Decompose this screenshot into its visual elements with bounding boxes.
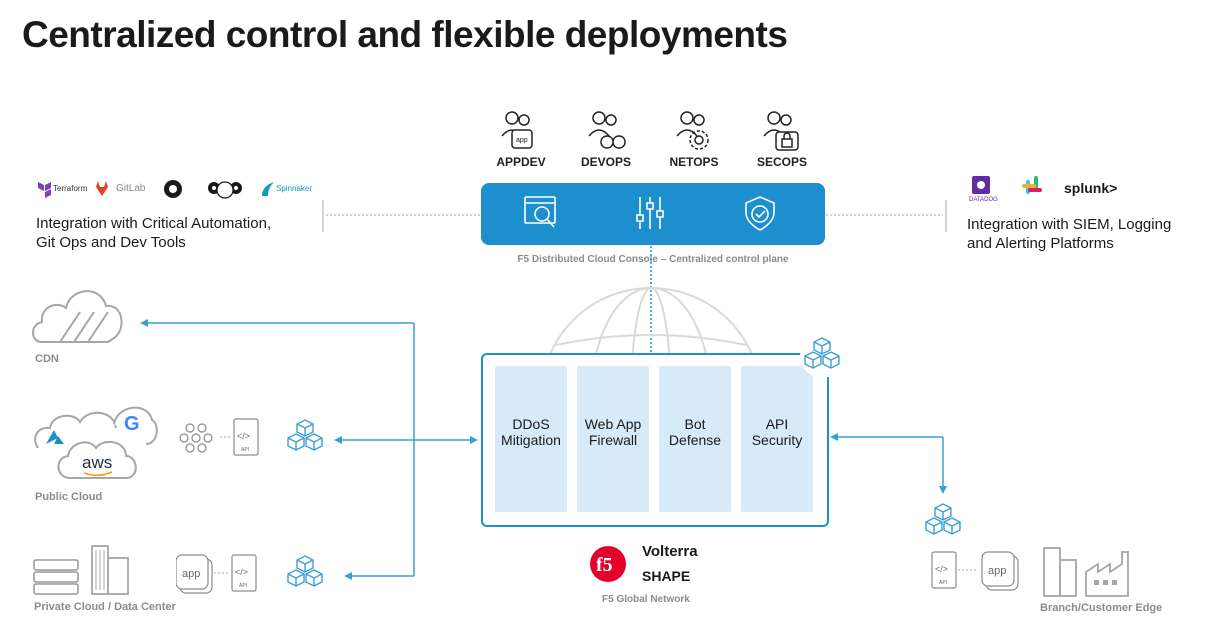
global-network-caption: F5 Global Network [602,594,690,605]
devops-icon [588,111,626,149]
datadog-icon [972,176,990,194]
terraform-text: Terraform [53,184,88,193]
slack-icon [1022,176,1042,194]
service-ddos-line1: DDoS [512,416,550,432]
netops-icon [676,111,709,150]
page-title: Centralized control and flexible deploym… [22,14,788,55]
svg-text:</>: </> [235,567,248,577]
app-developer-icon: app [501,111,533,149]
splunk-logo: splunk> [1064,180,1118,196]
left-integration-line1: Integration with Critical Automation, [36,215,272,232]
aws-logo: aws [82,453,112,472]
right-integration-line1: Integration with SIEM, Logging [967,216,1172,233]
branch-buildings-icon [1043,547,1129,597]
spinnaker-text: Spinnaker [276,184,313,193]
datadog-text: DATADOG [969,197,998,203]
svg-text:app: app [988,565,1006,577]
siem-logos [972,176,1042,194]
service-bot-line2: Defense [668,432,722,448]
github-icon [164,180,182,198]
gitlab-icon [96,181,108,196]
cube-cluster-icon [800,334,844,378]
role-label-netops: NETOPS [669,155,719,169]
cube-cluster-icon [925,503,961,535]
cube-cluster-icon [287,555,323,587]
service-api-line2: Security [751,432,803,448]
service-waf-line1: Web App [584,416,642,432]
svg-text:</>: </> [237,431,250,441]
console-bar [481,183,825,245]
public-cloud-label: Public Cloud [35,491,103,503]
shield-check-icon [745,196,775,231]
role-icons: app [501,111,799,151]
cdn-label: CDN [35,353,59,365]
app-api-icon: app </> API [176,554,257,594]
svg-text:API: API [241,447,249,453]
cdn-cloud-icon [32,290,123,343]
f5-logo [590,546,626,582]
azure-icon [46,430,64,444]
google-logo: G [124,413,140,435]
cube-cluster-icon [287,419,323,451]
console-caption: F5 Distributed Cloud Console – Centraliz… [517,254,789,265]
api-document-icon: </> API [220,418,259,456]
svg-text:app: app [516,137,528,144]
svg-text:API: API [939,580,947,586]
terraform-icon [38,182,51,198]
svg-text:app: app [182,568,200,580]
microservices-icon [179,423,213,453]
svg-text:API: API [239,583,247,589]
service-api-line1: API [765,416,789,432]
f5-brand-logos: f5 Volterra SHAPE [590,543,698,584]
sliders-icon [636,197,664,229]
private-cloud-label: Private Cloud / Data Center [34,601,176,613]
right-integration-line2: and Alerting Platforms [967,235,1114,252]
spinnaker-icon [262,182,274,196]
role-label-secops: SECOPS [756,155,807,169]
role-label-appdev: APPDEV [496,155,546,169]
secops-icon [763,111,799,151]
volterra-logo: Volterra [642,543,698,560]
automation-logos [38,180,274,199]
service-waf-line2: Firewall [588,432,638,448]
service-bot-line1: Bot [684,416,706,432]
service-ddos-line2: Mitigation [501,432,561,448]
role-label-devops: DEVOPS [580,155,631,169]
edge-label: Branch/Customer Edge [1040,602,1163,614]
svg-text:f5: f5 [596,554,613,576]
public-cloud-icon: G aws [34,406,158,479]
gitlab-text: GitLab [116,183,146,194]
edge-api-app-icon: </> API app [931,551,1019,591]
shape-logo: SHAPE [642,568,690,584]
svg-text:</>: </> [935,564,948,574]
datacenter-icon [33,545,129,595]
jenkins-icon [208,181,242,199]
left-integration-line2: Git Ops and Dev Tools [36,234,186,251]
dashboard-icon [524,196,556,228]
